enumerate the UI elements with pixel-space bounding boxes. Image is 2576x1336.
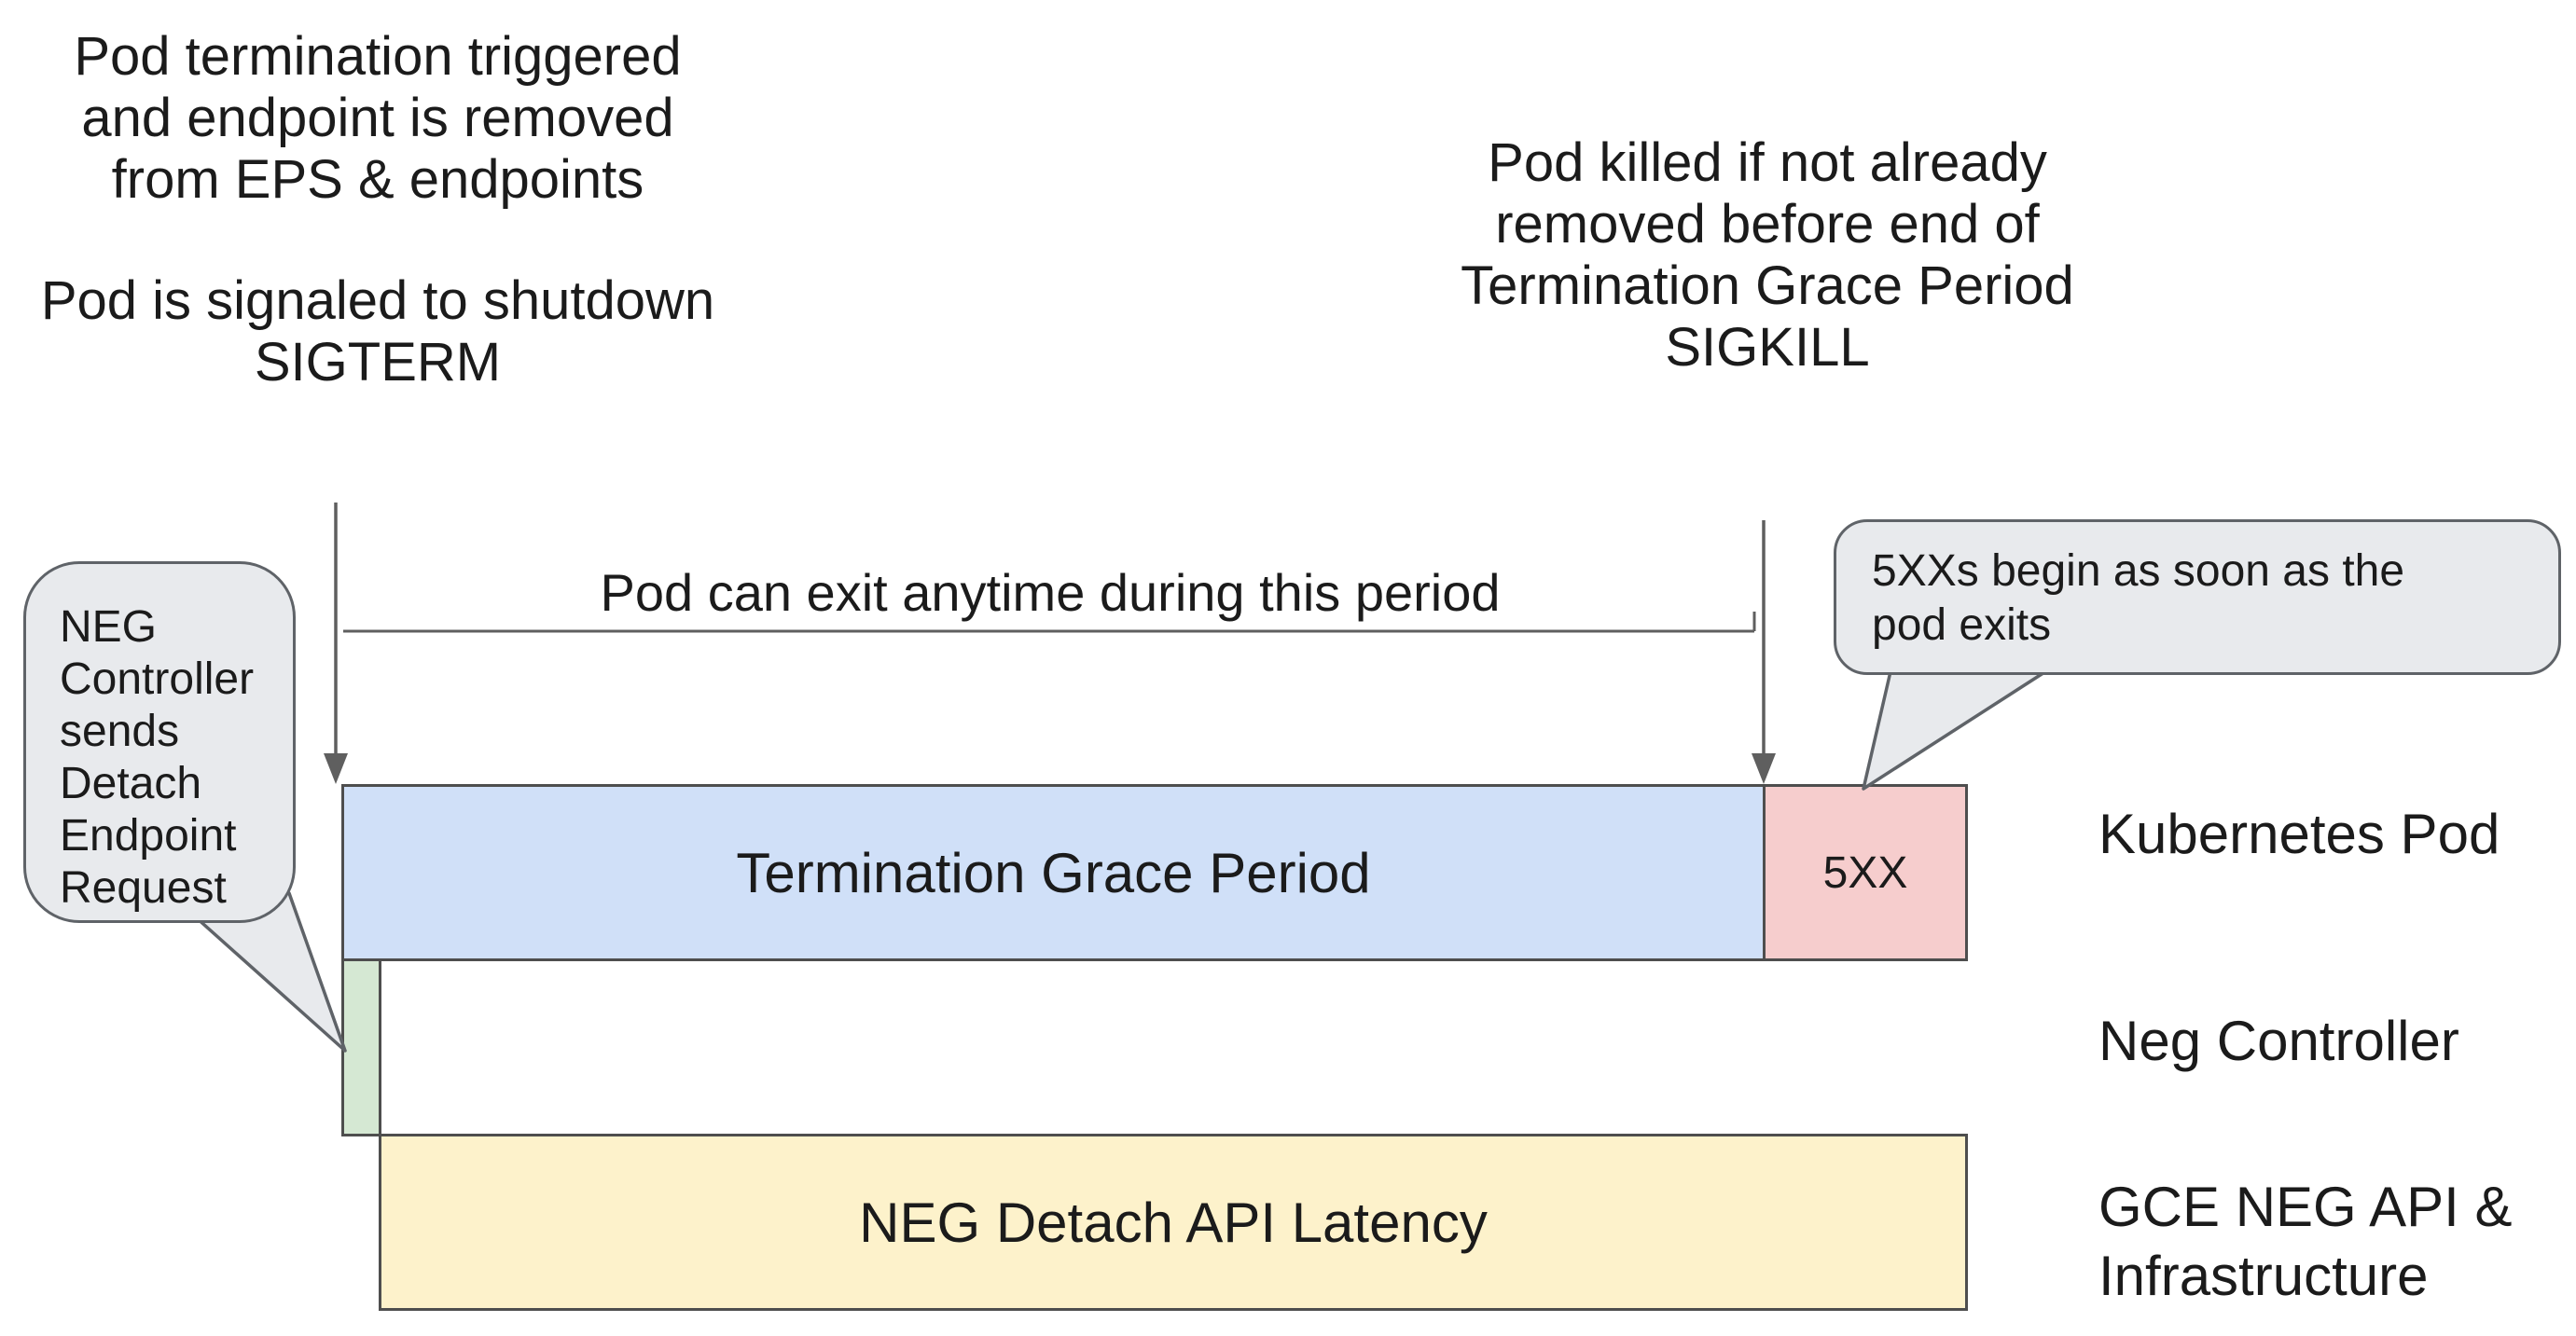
- sigkill-arrow: [1752, 520, 1776, 784]
- callout-5xx-begin: 5XXs begin as soon as the pod exits: [1834, 519, 2561, 675]
- annotation-exit-window: Pod can exit anytime during this period: [600, 563, 1501, 622]
- bar-5xx: 5XX: [1763, 784, 1968, 961]
- right-callout-tail: [1862, 666, 2054, 791]
- row-label-neg-controller: Neg Controller: [2098, 1010, 2459, 1072]
- exit-window-line: [343, 612, 1756, 633]
- callout-5xx-begin-text: 5XXs begin as soon as the pod exits: [1872, 546, 2405, 650]
- bar-neg-detach-api-latency-label: NEG Detach API Latency: [859, 1191, 1488, 1254]
- callout-neg-controller-detach-text: NEG Controller sends Detach Endpoint Req…: [60, 602, 255, 913]
- bar-neg-detach-api-latency: NEG Detach API Latency: [379, 1134, 1968, 1311]
- bar-5xx-label: 5XX: [1822, 847, 1908, 898]
- bar-termination-grace-period: Termination Grace Period: [341, 784, 1766, 961]
- annotation-pod-termination-triggered: Pod termination triggered and endpoint i…: [74, 26, 682, 210]
- bar-termination-grace-period-label: Termination Grace Period: [736, 841, 1371, 904]
- row-label-gce-neg-api-infrastructure: GCE NEG API & Infrastructure: [2098, 1176, 2513, 1307]
- callout-neg-controller-detach: NEG Controller sends Detach Endpoint Req…: [23, 561, 296, 923]
- annotation-pod-killed-sigkill: Pod killed if not already removed before…: [1461, 132, 2074, 378]
- row-label-kubernetes-pod: Kubernetes Pod: [2098, 803, 2500, 865]
- annotation-pod-signaled-sigterm: Pod is signaled to shutdown SIGTERM: [40, 270, 715, 393]
- sigterm-arrow: [324, 503, 348, 784]
